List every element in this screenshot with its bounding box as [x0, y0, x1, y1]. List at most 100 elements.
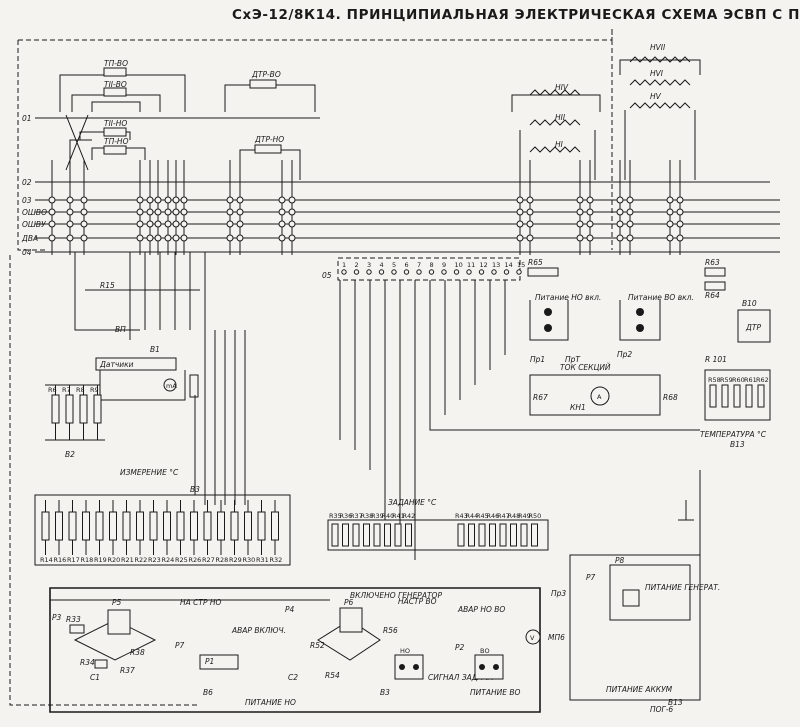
terminal-pin	[466, 269, 472, 275]
terminal-number: 12	[480, 261, 488, 269]
terminal-circle	[676, 234, 684, 242]
terminal-circle	[586, 208, 594, 216]
terminal-circle	[154, 220, 162, 228]
resistor-label: R24	[162, 556, 175, 564]
resistor-label: R39	[371, 512, 384, 520]
svg-text:mA: mA	[166, 382, 177, 390]
terminal-circle	[278, 234, 286, 242]
terminal-circle	[676, 220, 684, 228]
terminal-circle	[66, 220, 74, 228]
terminal-circle	[66, 234, 74, 242]
terminal-circle	[576, 208, 584, 216]
terminal-circle	[80, 208, 88, 216]
terminal-circle	[676, 208, 684, 216]
terminal-pin	[403, 269, 410, 275]
r37-label: R37	[120, 666, 135, 675]
terminal-circle	[136, 220, 144, 228]
p5-label: Р5	[112, 598, 122, 607]
terminal-circle	[586, 234, 594, 242]
resistor-label: R60	[732, 376, 745, 384]
resistor	[51, 394, 60, 424]
resistor-label: R38	[361, 512, 374, 520]
resistor	[68, 511, 77, 541]
resistor-label: R7	[62, 386, 71, 394]
terminal-circle	[288, 196, 296, 204]
b2-label: В2	[65, 450, 75, 459]
resistor	[331, 523, 339, 547]
terminal-circle	[626, 196, 634, 204]
terminal-circle	[516, 196, 524, 204]
resistor	[531, 523, 538, 547]
svg-text:A: A	[597, 393, 602, 401]
terminal-circle	[154, 234, 162, 242]
mp6-label: МП6	[548, 633, 565, 642]
ni-label: НI	[555, 140, 564, 149]
resistor-label: R43	[455, 512, 468, 520]
lamp-no-label: НО	[400, 647, 410, 655]
terminal-circle	[48, 208, 56, 216]
terminal-circle	[576, 220, 584, 228]
r52-label: R52	[310, 641, 325, 650]
terminal-number: 1	[342, 261, 346, 269]
terminal-number: 4	[380, 261, 384, 269]
b1-label: В1	[150, 345, 160, 354]
terminal-circle	[80, 196, 88, 204]
terminal-circle	[180, 208, 188, 216]
resistor-label: R17	[67, 556, 80, 564]
lamp-vo-label: ВО	[480, 647, 490, 655]
terminal-circle	[288, 220, 296, 228]
terminal-pin	[516, 269, 522, 275]
terminal-circle	[66, 208, 74, 216]
terminal-circle	[164, 208, 172, 216]
resistor	[41, 511, 50, 541]
terminal-circle	[180, 220, 188, 228]
wire-oshvu-label: ОШВУ	[22, 220, 46, 229]
b13-label: В13	[730, 440, 745, 449]
resistor-label: R26	[189, 556, 202, 564]
terminal-circle	[526, 208, 534, 216]
resistor	[95, 511, 104, 541]
terminal-circle	[236, 208, 244, 216]
resistor-label: R6	[48, 386, 57, 394]
terminal-number: 7	[417, 261, 421, 269]
terminal-circle	[164, 196, 172, 204]
resistor-label: R48	[508, 512, 521, 520]
resistor-label: R25	[175, 556, 188, 564]
resistor-label: R40	[382, 512, 395, 520]
p1-label: Р1	[205, 657, 214, 666]
b8-label: В3	[380, 688, 390, 697]
resistor-label: R36	[340, 512, 353, 520]
svg-text:V: V	[530, 634, 535, 642]
terminal-number: 9	[442, 261, 446, 269]
terminal-number: 11	[467, 261, 475, 269]
nvi-label: НVI	[650, 69, 664, 78]
resistor	[468, 523, 475, 547]
prt-label: ПрТ	[565, 355, 581, 364]
p4-label: Р4	[285, 605, 295, 614]
terminal-number: 8	[430, 261, 434, 269]
resistor-label: R16	[54, 556, 67, 564]
resistor-label: R23	[148, 556, 161, 564]
terminal-pin	[341, 269, 347, 275]
terminal-circle	[616, 208, 624, 216]
terminal-circle	[164, 234, 172, 242]
resistor	[510, 523, 517, 547]
na-str-no-label: НА СТР НО	[180, 598, 222, 607]
resistor-label: R37	[350, 512, 363, 520]
resistor	[405, 523, 412, 547]
terminal-circle	[626, 208, 634, 216]
tok-sekci-label: ТОК СЕКЦИЙ	[560, 363, 611, 372]
resistor	[373, 523, 381, 547]
terminal-circle	[626, 220, 634, 228]
resistor	[203, 511, 212, 541]
terminal-circle	[154, 208, 162, 216]
pitanie-no-label: Питание НО вкл.	[535, 293, 601, 302]
terminal-pin	[441, 269, 447, 275]
terminal-circle	[154, 196, 162, 204]
resistor-label: R32	[270, 556, 283, 564]
terminal-circle	[80, 234, 88, 242]
avar-vkl-label: АВАР ВКЛЮЧ.	[231, 626, 286, 635]
resistor	[499, 523, 507, 547]
p2-label: Р2	[455, 643, 465, 652]
